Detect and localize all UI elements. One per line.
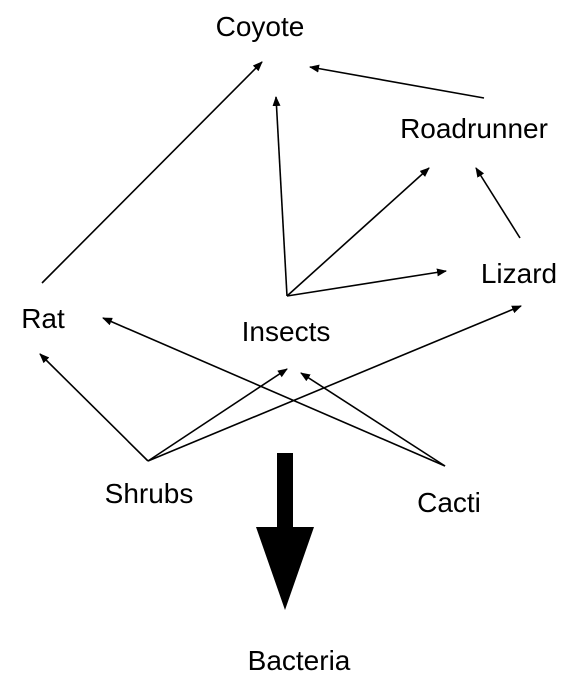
edge-insects-to-roadrunner [286,167,430,297]
edge-shrubs-to-lizard [147,305,522,462]
node-lizard: Lizard [481,258,557,289]
node-cacti: Cacti [417,487,481,518]
node-roadrunner: Roadrunner [400,113,548,144]
edge-shrubs-to-insects [147,368,288,462]
edge-roadrunner-to-coyote [309,64,485,99]
node-insects: Insects [242,316,331,347]
node-rat: Rat [21,303,65,334]
edge-shrubs-to-rat [39,353,149,462]
edge-cacti-to-rat [102,317,446,467]
edges-group [39,61,522,467]
edge-rat-to-coyote [41,61,263,284]
node-shrubs: Shrubs [105,478,194,509]
edge-lizard-to-roadrunner [475,167,521,239]
edge-insects-to-coyote [272,96,288,297]
node-labels: Coyote Roadrunner Lizard Rat Insects Shr… [21,11,557,676]
node-bacteria: Bacteria [248,645,351,676]
decomposition-arrow [256,453,314,610]
node-coyote: Coyote [216,11,305,42]
edge-cacti-to-insects [300,372,446,467]
edge-insects-to-lizard [286,268,447,297]
